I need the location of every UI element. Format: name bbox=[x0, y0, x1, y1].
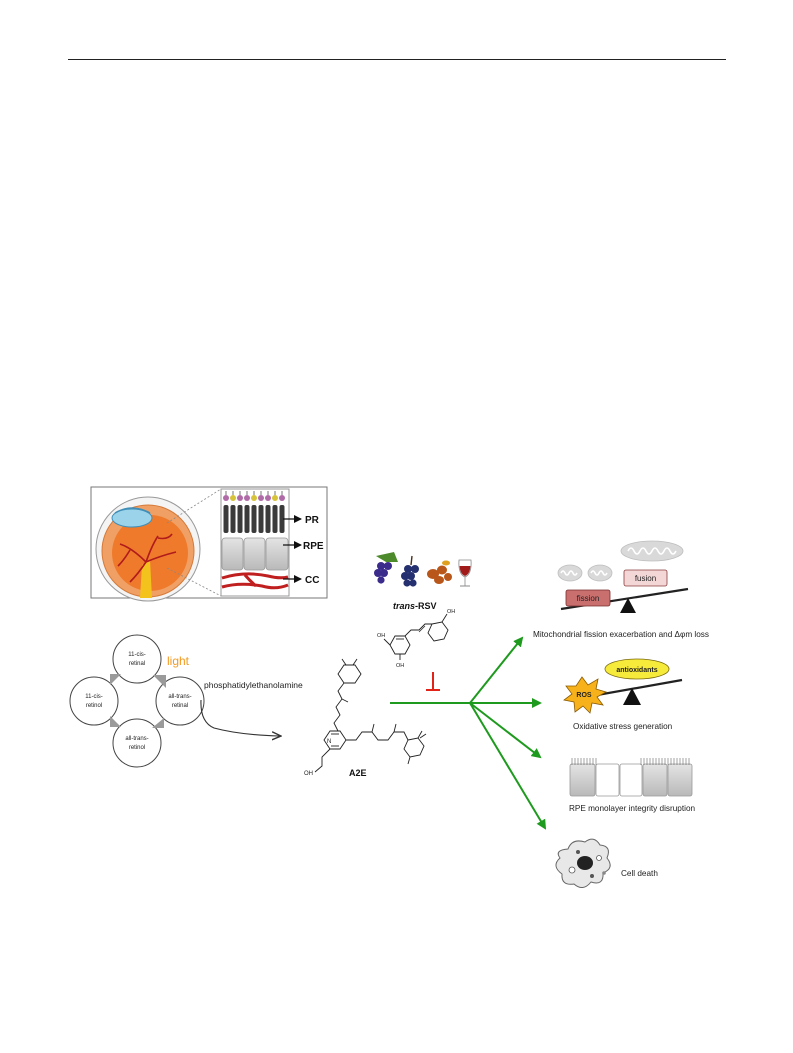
svg-text:11-cis-: 11-cis- bbox=[85, 694, 103, 700]
fulcrum-icon bbox=[620, 598, 636, 613]
cc-label: CC bbox=[305, 575, 319, 586]
svg-text:retinol: retinol bbox=[86, 703, 102, 709]
cycle-node-left: 11-cis- retinol bbox=[69, 676, 119, 726]
a2e-label: A2E bbox=[349, 768, 367, 778]
antioxidants-bubble bbox=[604, 658, 670, 680]
fusion-box bbox=[623, 569, 668, 587]
cycle-node-top: 11-cis- retinal bbox=[112, 634, 162, 684]
rsv-sources bbox=[374, 552, 472, 587]
phosphatidylethanolamine-label: phosphatidylethanolamine bbox=[204, 680, 303, 690]
svg-text:retinal: retinal bbox=[172, 703, 188, 709]
fusion-label: fusion bbox=[635, 574, 656, 583]
effect-arrows bbox=[390, 636, 547, 830]
inhibition-symbol bbox=[426, 672, 440, 691]
rsv-structure bbox=[383, 613, 449, 660]
fission-label: fission bbox=[577, 594, 600, 603]
fulcrum-icon-2 bbox=[623, 688, 641, 705]
rpe-monolayer-illustration bbox=[569, 758, 693, 797]
header-rule bbox=[68, 59, 726, 60]
light-label: light bbox=[167, 654, 190, 668]
oxidative-illustration: antioxidants ROS bbox=[563, 658, 683, 714]
svg-text:11-cis-: 11-cis- bbox=[128, 652, 146, 658]
svg-text:retinol: retinol bbox=[129, 745, 145, 751]
cycle-arrows bbox=[110, 674, 166, 728]
eyeball-illustration bbox=[95, 488, 222, 602]
ros-label: ROS bbox=[576, 692, 592, 699]
svg-text:all-trans-: all-trans- bbox=[125, 736, 148, 742]
pr-label: PR bbox=[305, 515, 320, 526]
rpe-label: RPE bbox=[303, 541, 324, 552]
rsv-oh-1: OH bbox=[377, 633, 385, 639]
cycle-node-bottom: all-trans- retinol bbox=[112, 718, 162, 768]
rsv-oh-2: OH bbox=[396, 663, 404, 669]
mito-label: Mitochondrial fission exacerbation and Δ… bbox=[533, 630, 709, 639]
svg-text:retinal: retinal bbox=[129, 661, 145, 667]
a2e-n-label: N bbox=[327, 739, 331, 745]
antioxidants-label: antioxidants bbox=[616, 667, 657, 674]
visual-cycle: 11-cis- retinal all-trans- retinal all-t… bbox=[69, 634, 205, 768]
mitochondria-illustration: fusion fission bbox=[557, 540, 689, 613]
cycle-node-right: all-trans- retinal bbox=[155, 676, 205, 726]
svg-text:all-trans-: all-trans- bbox=[168, 694, 191, 700]
eye-panel: PR RPE CC bbox=[90, 486, 328, 602]
rsv-label: trans-RSV bbox=[393, 601, 437, 611]
a2e-formation-arrow bbox=[200, 699, 280, 736]
retina-zoom bbox=[220, 488, 290, 597]
cell-death-label: Cell death bbox=[621, 869, 658, 878]
oxidative-label: Oxidative stress generation bbox=[573, 722, 673, 731]
rpe-label: RPE monolayer integrity disruption bbox=[569, 804, 696, 813]
ros-burst-icon bbox=[563, 676, 608, 714]
dying-cell-icon bbox=[555, 838, 611, 888]
rsv-oh-3: OH bbox=[447, 609, 455, 615]
fission-box bbox=[565, 589, 611, 607]
a2e-structure bbox=[314, 658, 427, 773]
a2e-oh-label: OH bbox=[304, 771, 313, 777]
